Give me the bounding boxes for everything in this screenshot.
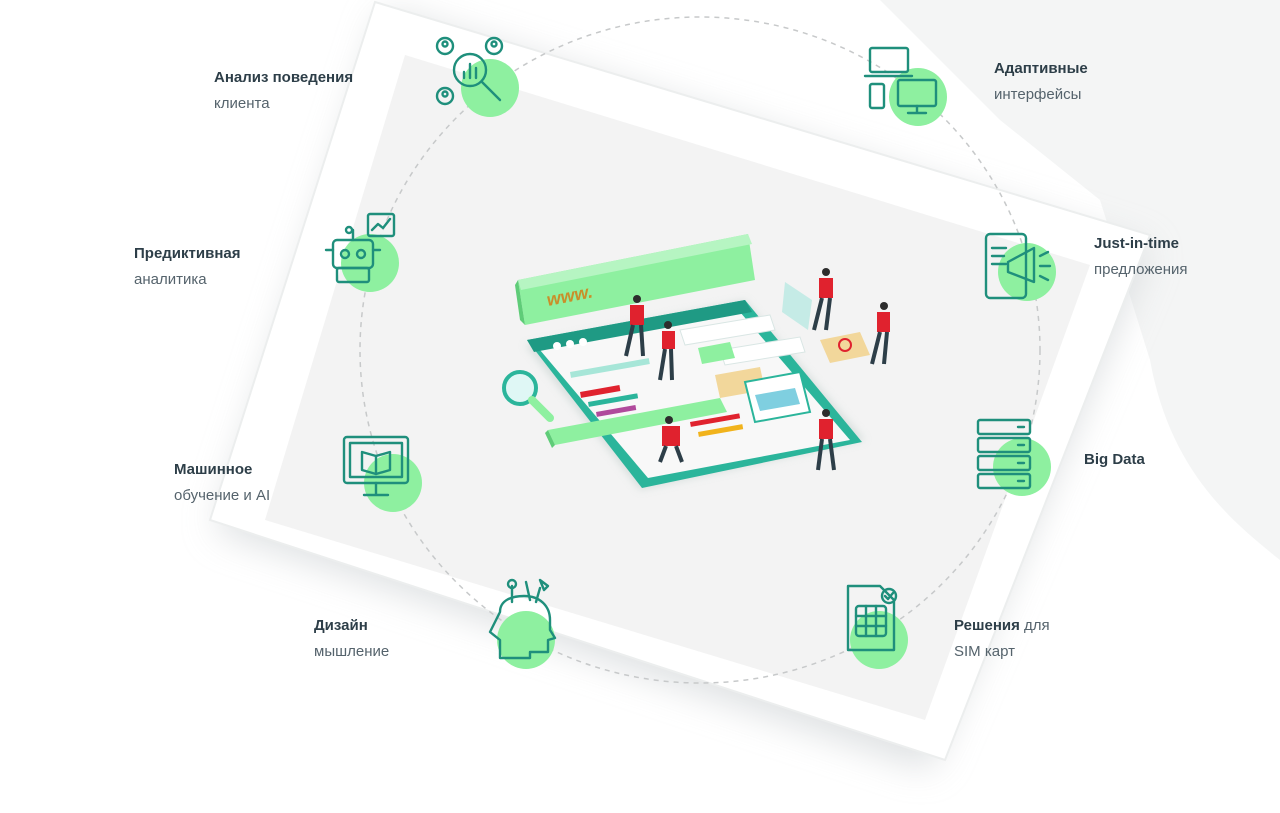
feature-title-suffix: для bbox=[1019, 617, 1050, 634]
feature-predictive-analytics: Предиктивная аналитика bbox=[134, 241, 240, 293]
design-thinking-head-icon bbox=[488, 578, 557, 660]
people-figures bbox=[624, 268, 890, 471]
feature-subtitle: обучение и AI bbox=[174, 487, 271, 504]
predictive-robot-icon bbox=[324, 212, 396, 284]
feature-customer-behavior: Анализ поведения клиента bbox=[214, 65, 353, 117]
feature-big-data: Big Data bbox=[1084, 447, 1145, 473]
center-illustration: www. bbox=[502, 234, 890, 490]
feature-machine-learning: Машинное обучение и AI bbox=[174, 457, 270, 509]
feature-sim-solutions: Решения для SIM карт bbox=[954, 613, 1050, 665]
background-shape bbox=[880, 0, 1280, 560]
customer-analytics-icon bbox=[435, 36, 504, 106]
feature-title: Предиктивная bbox=[134, 245, 241, 262]
feature-title: Big Data bbox=[1084, 451, 1145, 468]
orbit-circle bbox=[359, 16, 1041, 684]
feature-title: Just-in-time bbox=[1094, 235, 1180, 252]
feature-title: Анализ поведения bbox=[214, 69, 354, 86]
sim-card-icon bbox=[846, 584, 898, 652]
feature-title: Дизайн bbox=[314, 617, 368, 634]
feature-title: Адаптивные bbox=[994, 60, 1088, 77]
responsive-devices-icon bbox=[863, 46, 938, 115]
feature-subtitle: мышление bbox=[314, 643, 390, 660]
feature-title: Машинное bbox=[174, 461, 253, 478]
feature-subtitle: предложения bbox=[1094, 261, 1188, 278]
feature-adaptive-interfaces: Адаптивные интерфейсы bbox=[994, 56, 1088, 108]
feature-design-thinking: Дизайн мышление bbox=[314, 613, 389, 665]
feature-subtitle: аналитика bbox=[134, 271, 207, 288]
feature-title: Решения bbox=[954, 617, 1020, 634]
feature-subtitle: SIM карт bbox=[954, 643, 1015, 660]
feature-subtitle: интерфейсы bbox=[994, 86, 1082, 103]
server-stack-icon bbox=[976, 418, 1032, 490]
machine-learning-monitor-icon bbox=[342, 435, 410, 497]
feature-subtitle: клиента bbox=[214, 95, 270, 112]
mobile-megaphone-icon bbox=[984, 232, 1052, 300]
feature-just-in-time: Just-in-time предложения bbox=[1094, 231, 1188, 283]
